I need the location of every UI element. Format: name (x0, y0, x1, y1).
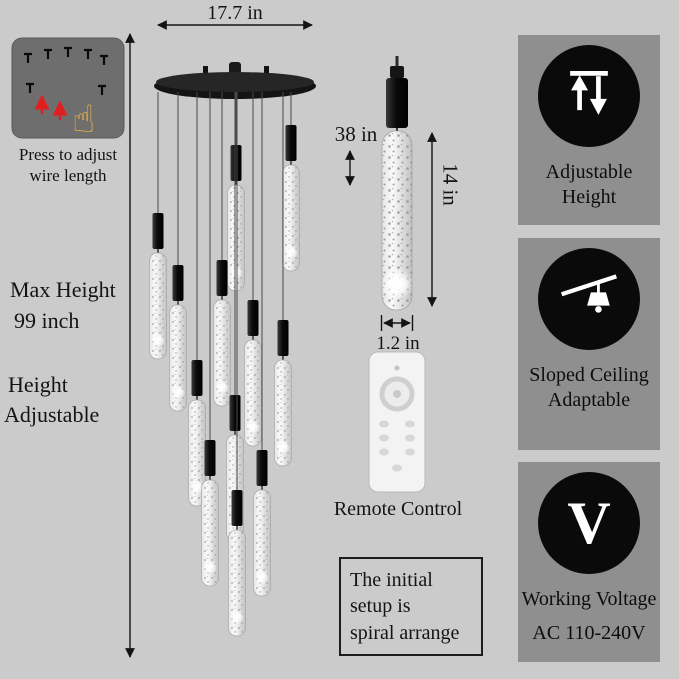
canopy-width-label: 17.7 in (207, 2, 263, 24)
pendant-body (168, 264, 188, 412)
drop-length-label: 38 in (334, 122, 378, 146)
chandelier-canopy (154, 62, 316, 99)
tube-diameter-label: 1.2 in (376, 333, 420, 354)
pendant-body (226, 144, 246, 292)
pendant (212, 92, 232, 407)
large-pendant (381, 56, 413, 311)
up-down-arrows-icon (570, 71, 608, 115)
max-height-label-1: Max Height (10, 277, 116, 302)
sloped-ceiling-icon (538, 248, 640, 350)
height-adjustable-label-2: Adjustable (4, 402, 100, 427)
pendant-body (148, 212, 168, 360)
press-note: Press to adjust wire length (18, 145, 118, 186)
pendant (252, 92, 272, 597)
voltage-icon: V (538, 472, 640, 574)
voltage-letter: V (567, 490, 611, 556)
feature-card-working-voltage: V Working Voltage AC 110-240V (518, 462, 660, 662)
pendant-cluster (148, 92, 301, 637)
pendant (273, 92, 293, 467)
setup-note-line: spiral arrange (350, 621, 460, 644)
dimension-arrows (125, 20, 437, 658)
pendant (187, 92, 207, 507)
setup-note-box: The initial setup is spiral arrange (339, 557, 483, 657)
pendant (148, 92, 168, 360)
feature-label: Adjustable Height (545, 161, 633, 208)
remote-control-label: Remote Control (333, 498, 463, 520)
pendant-body (243, 299, 263, 447)
remote-control-image (368, 351, 426, 493)
height-adjustable-label-1: Height (8, 372, 68, 397)
feature-label: Sloped Ceiling Adaptable (529, 364, 649, 411)
feature-label: Working Voltage (521, 588, 657, 610)
pendant-body (252, 449, 272, 597)
setup-note-line: The initial (350, 569, 433, 591)
pendant (225, 92, 245, 542)
wire-adjust-inset: ☝ (11, 37, 125, 141)
feature-card-adjustable-height: Adjustable Height (518, 35, 660, 225)
pendant (243, 92, 263, 447)
feature-label: AC 110-240V (532, 622, 646, 644)
adjustable-height-icon (538, 45, 640, 147)
pendant (281, 92, 301, 272)
press-hand-icon: ☝ (72, 97, 95, 141)
pendant-body (281, 124, 301, 272)
sloped-ceiling-lamp-icon (560, 274, 618, 313)
feature-card-sloped-ceiling: Sloped Ceiling Adaptable (518, 238, 660, 450)
pendant (168, 92, 188, 412)
pendant-body (273, 319, 293, 467)
tube-length-label: 14 in (438, 163, 463, 206)
max-height-label-2: 99 inch (14, 308, 80, 333)
screw-icons (24, 46, 108, 95)
pendant (227, 92, 247, 637)
pendant (226, 92, 246, 292)
pendant (200, 92, 220, 587)
setup-note-line: setup is (350, 595, 411, 618)
